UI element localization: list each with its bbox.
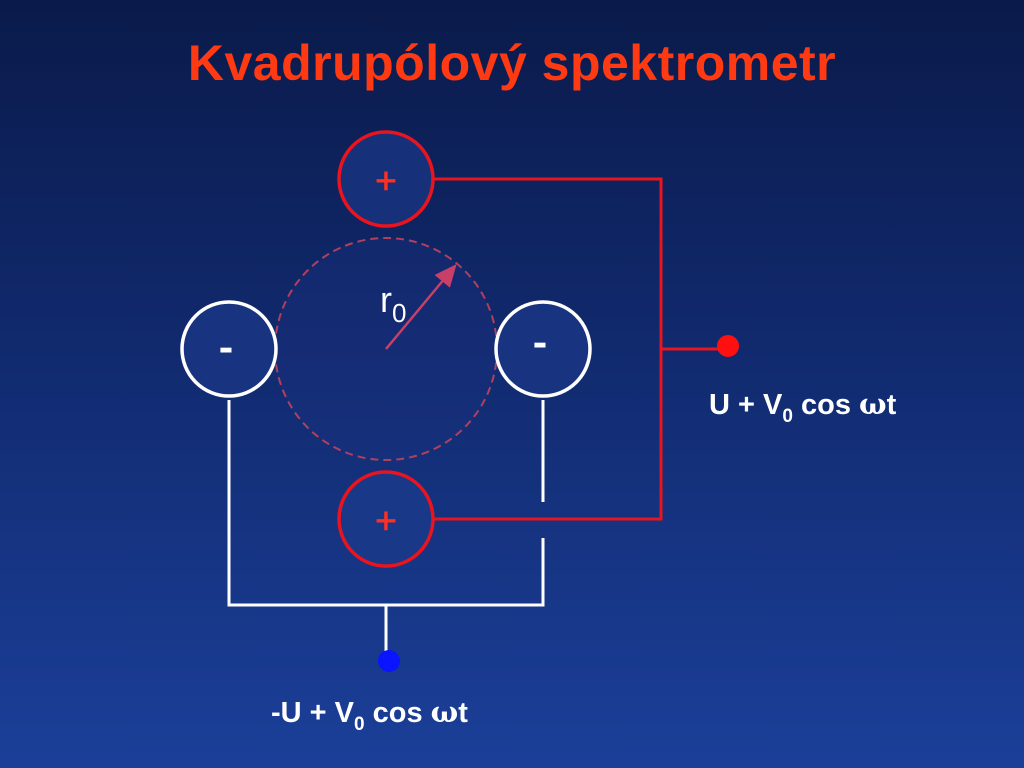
plus-terminal [717,335,739,357]
electrode-top: + [337,130,435,228]
radius-arrow [385,264,457,350]
radius-label: r0 [380,279,406,328]
electrode-top-sign: + [373,163,398,198]
electrode-bottom-sign: + [373,503,398,538]
slide-title: Kvadrupólový spektrometr [187,35,837,91]
electrode-left-sign: - [219,327,234,369]
minus-terminal [378,650,400,672]
plus-voltage-label: U + V0 cos ωt [709,387,897,427]
electrode-left: - [180,300,278,398]
electrode-right-sign: - [533,322,548,364]
electrode-right: - [494,300,592,398]
minus-voltage-label: -U + V0 cos ωt [271,695,468,735]
electrode-bottom: + [337,470,435,568]
plus-wiring [433,177,728,521]
